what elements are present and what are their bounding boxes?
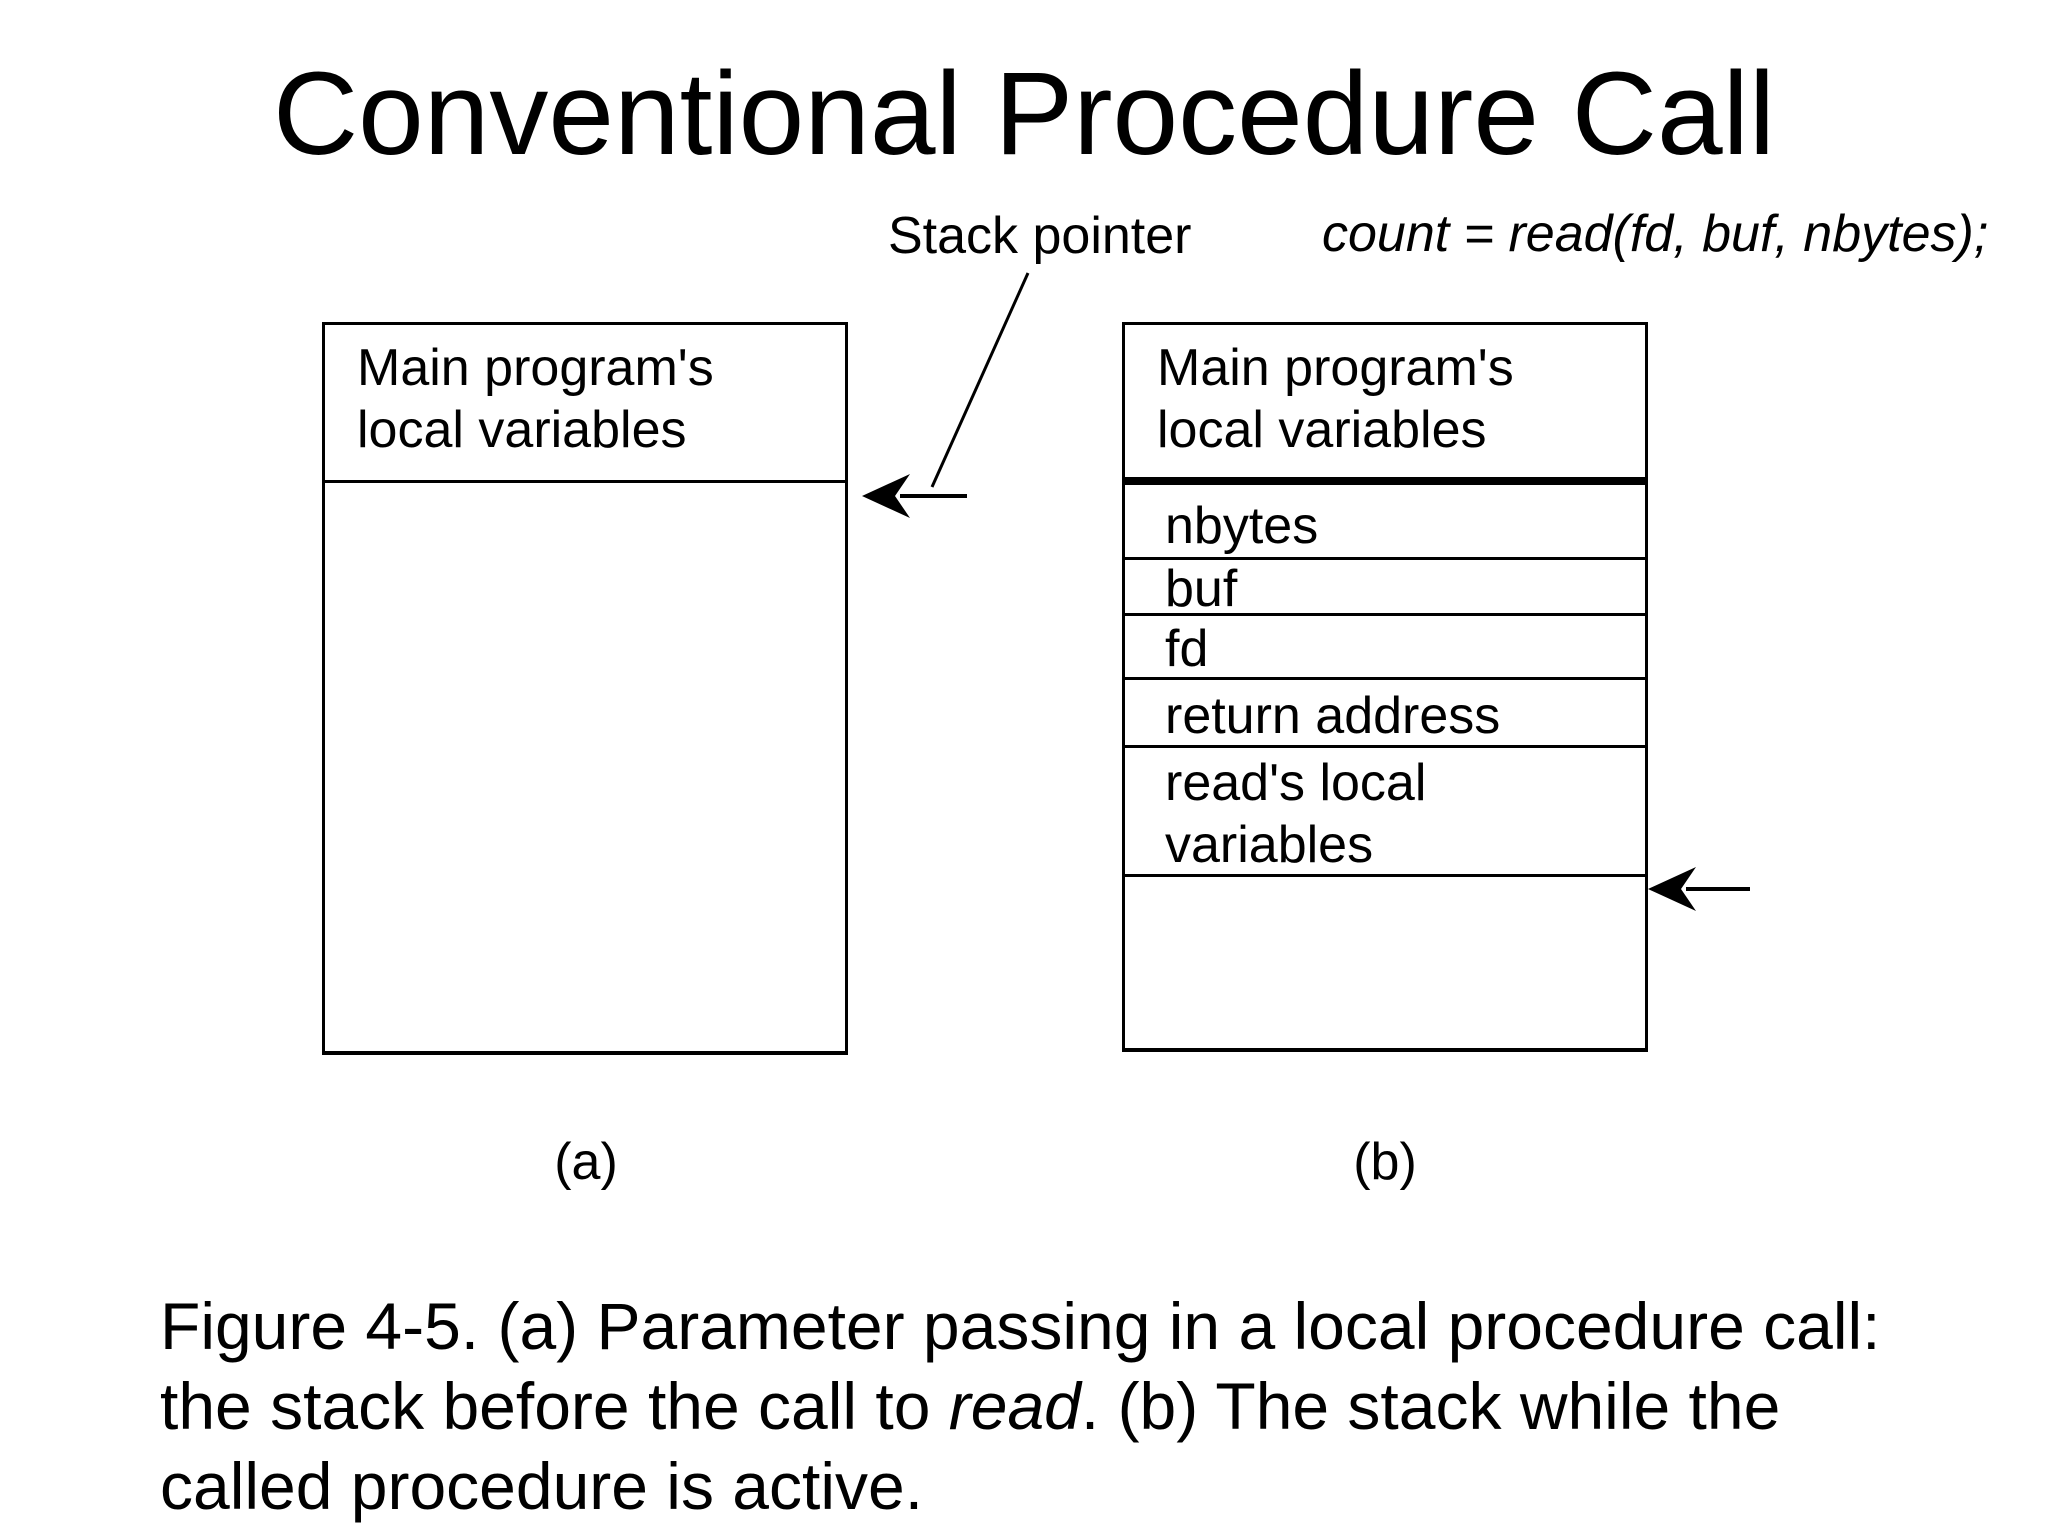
slide-title: Conventional Procedure Call <box>272 48 1776 180</box>
stack-b-sub-label: (b) <box>1353 1133 1417 1191</box>
stack-b-row-label-nbytes: nbytes <box>1165 497 1319 555</box>
stack-a-main-cell-label: Main program's local variables <box>357 339 714 459</box>
stack-pointer-arrow-b-head-icon <box>1648 867 1696 911</box>
stack-b-divider-return-address <box>1125 745 1645 748</box>
stack-b-divider-buf <box>1125 613 1645 616</box>
stack-pointer-leader-line <box>930 272 1030 488</box>
code-annotation: count = read(fd, buf, nbytes); <box>1322 205 1989 263</box>
stack-pointer-label: Stack pointer <box>888 207 1192 265</box>
stack-b-row-label-fd: fd <box>1165 620 1209 678</box>
stack-b-divider-nbytes <box>1125 557 1645 560</box>
stack-b-box: Main program's local variables nbytes bu… <box>1122 322 1648 1052</box>
stack-pointer-arrow-a-head-icon <box>862 474 910 518</box>
stack-a-divider <box>325 480 845 483</box>
stack-b-row-label-reads-local-variables: read's local variables <box>1165 754 1427 874</box>
figure-caption: Figure 4-5. (a) Parameter passing in a l… <box>160 1286 1930 1526</box>
stack-b-divider-reads-local-variables <box>1125 874 1645 877</box>
stack-a-sub-label: (a) <box>554 1133 618 1191</box>
stack-b-divider-fd <box>1125 677 1645 680</box>
stack-b-row-label-buf: buf <box>1165 560 1238 618</box>
stack-b-divider-main <box>1125 477 1645 485</box>
stack-a-box: Main program's local variables <box>322 322 848 1055</box>
caption-text-before-italic: Figure 4-5. (a) Parameter passing in a l… <box>160 1289 1881 1443</box>
stack-b-main-cell-label: Main program's local variables <box>1157 339 1514 459</box>
caption-italic-read: read <box>948 1369 1081 1443</box>
stack-b-row-label-return-address: return address <box>1165 687 1501 745</box>
caption-text-after-italic: . (b) The stack while the called procedu… <box>160 1369 1781 1523</box>
